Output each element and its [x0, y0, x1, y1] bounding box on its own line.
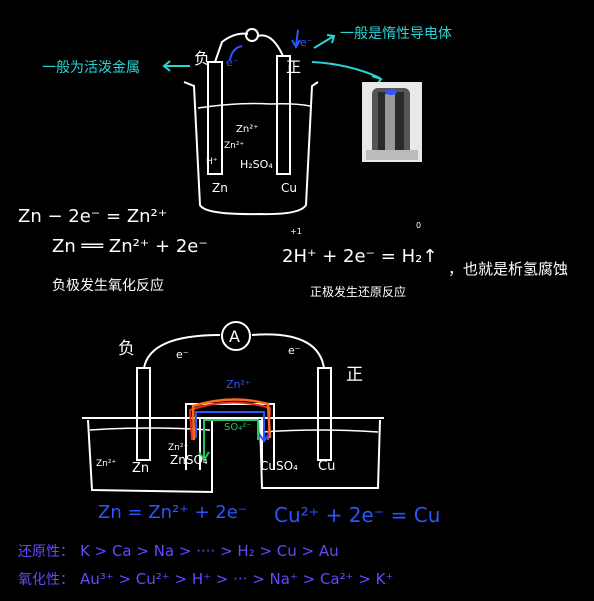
activity-series: 还原性： K > Ca > Na > ···· > H₂ > Cu > Au 氧… [18, 542, 393, 588]
annotation-arrow-left [162, 60, 190, 72]
zn2-flow-arrow [195, 411, 270, 443]
top-zn2-label-a: Zn²⁺ [236, 124, 258, 135]
top-galvanic-cell: 负 正 e⁻ e⁻ Zn²⁺ Zn²⁺ H⁺ H₂SO₄ Zn Cu [183, 28, 319, 216]
top-liquid-line [197, 102, 311, 109]
bottom-zn2-tiny: Zn²⁺ [96, 459, 116, 469]
bottom-cu-label: Cu [318, 459, 335, 474]
bottom-wire [143, 333, 325, 369]
bottom-zn2-bridge: Zn²⁺ [226, 378, 251, 391]
bottom-eq-left: Zn = Zn²⁺ + 2e⁻ [98, 502, 247, 523]
eq-h-reduction: 2H⁺ + 2e⁻ = H₂↑ [282, 246, 437, 267]
eq-zn-loss: Zn − 2e⁻ = Zn²⁺ [18, 206, 167, 227]
bottom-cuso4-label: CuSO₄ [260, 459, 298, 473]
top-e-label-right: e⁻ [300, 36, 313, 49]
top-pos-label: 正 [286, 58, 301, 76]
ammeter [221, 321, 251, 351]
eq-neg-note: 负极发生氧化反应 [52, 277, 164, 294]
bottom-cu-electrode [317, 367, 332, 461]
oxidizing-label: 氧化性： [18, 572, 74, 588]
bottom-salt-bridge-cell: A 负 正 e⁻ e⁻ Zn²⁺ SO₄²⁻ Zn²⁺ Zn²⁺ Zn ZnSO… [82, 321, 384, 494]
top-neg-label: 负 [194, 49, 210, 68]
reducing-label: 还原性： [18, 544, 74, 560]
bottom-right-liquid [261, 429, 379, 433]
top-electron-arrow-left [229, 45, 243, 61]
bottom-equations: Zn = Zn²⁺ + 2e⁻ Cu²⁺ + 2e⁻ = Cu [98, 502, 440, 527]
eq-h-zero: 0 [416, 221, 421, 230]
bottom-e-left: e⁻ [176, 348, 189, 361]
top-zn-label: Zn [212, 181, 228, 195]
top-cu-label: Cu [281, 181, 297, 195]
bottom-eq-right: Cu²⁺ + 2e⁻ = Cu [274, 503, 440, 527]
top-annotations: 一般为活泼金属 一般是惰性导电体 [42, 26, 452, 87]
hydrogen-corrosion-note: ，也就是析氢腐蚀 [448, 260, 569, 278]
bottom-zn-label: Zn [132, 461, 149, 476]
bottom-zn-electrode [136, 367, 151, 461]
salt-bridge [185, 403, 275, 470]
top-zn2-label-b: Zn²⁺ [224, 141, 244, 151]
oxidizing-series: Au³⁺ > Cu²⁺ > H⁺ > ··· > Na⁺ > Ca²⁺ > K⁺ [80, 570, 393, 588]
half-reactions: Zn − 2e⁻ = Zn²⁺ Zn ══ Zn²⁺ + 2e⁻ 负极发生氧化反… [18, 206, 437, 299]
eq-h-sup: +1 [290, 227, 302, 236]
so4-flow-arrow [198, 419, 259, 462]
annotation-arrow-right [313, 34, 336, 49]
reducing-series: K > Ca > Na > ···· > H₂ > Cu > Au [80, 542, 339, 560]
bottom-left-liquid [89, 427, 211, 431]
bottom-right-beaker [258, 417, 384, 489]
bottom-left-beaker [82, 417, 214, 494]
bottom-so4: SO₄²⁻ [224, 422, 252, 433]
top-beaker [183, 81, 319, 216]
bottom-pos-label: 正 [346, 365, 363, 385]
salt-bridge-outline-orange [191, 398, 272, 441]
top-galvanometer [245, 28, 259, 42]
annotation-active-metal: 一般为活泼金属 [42, 60, 140, 76]
battery-image [362, 82, 422, 162]
eq-pos-note: 正极发生还原反应 [310, 284, 406, 299]
bottom-e-right: e⁻ [288, 344, 301, 357]
top-h-label: H⁺ [206, 157, 218, 167]
bottom-znso4-label: ZnSO₄ [170, 453, 208, 467]
annotation-inert-conductor: 一般是惰性导电体 [340, 26, 452, 42]
top-cu-electrode [276, 55, 291, 175]
bottom-neg-label: 负 [118, 339, 135, 359]
eq-zn-oxidation: Zn ══ Zn²⁺ + 2e⁻ [52, 236, 208, 257]
top-h2so4-label: H₂SO₄ [240, 158, 273, 171]
bottom-zn2-small: Zn²⁺ [168, 443, 188, 453]
top-e-label-left: e⁻ [226, 56, 239, 69]
ammeter-label: A [229, 327, 240, 346]
top-electron-arrow-right [291, 29, 301, 50]
